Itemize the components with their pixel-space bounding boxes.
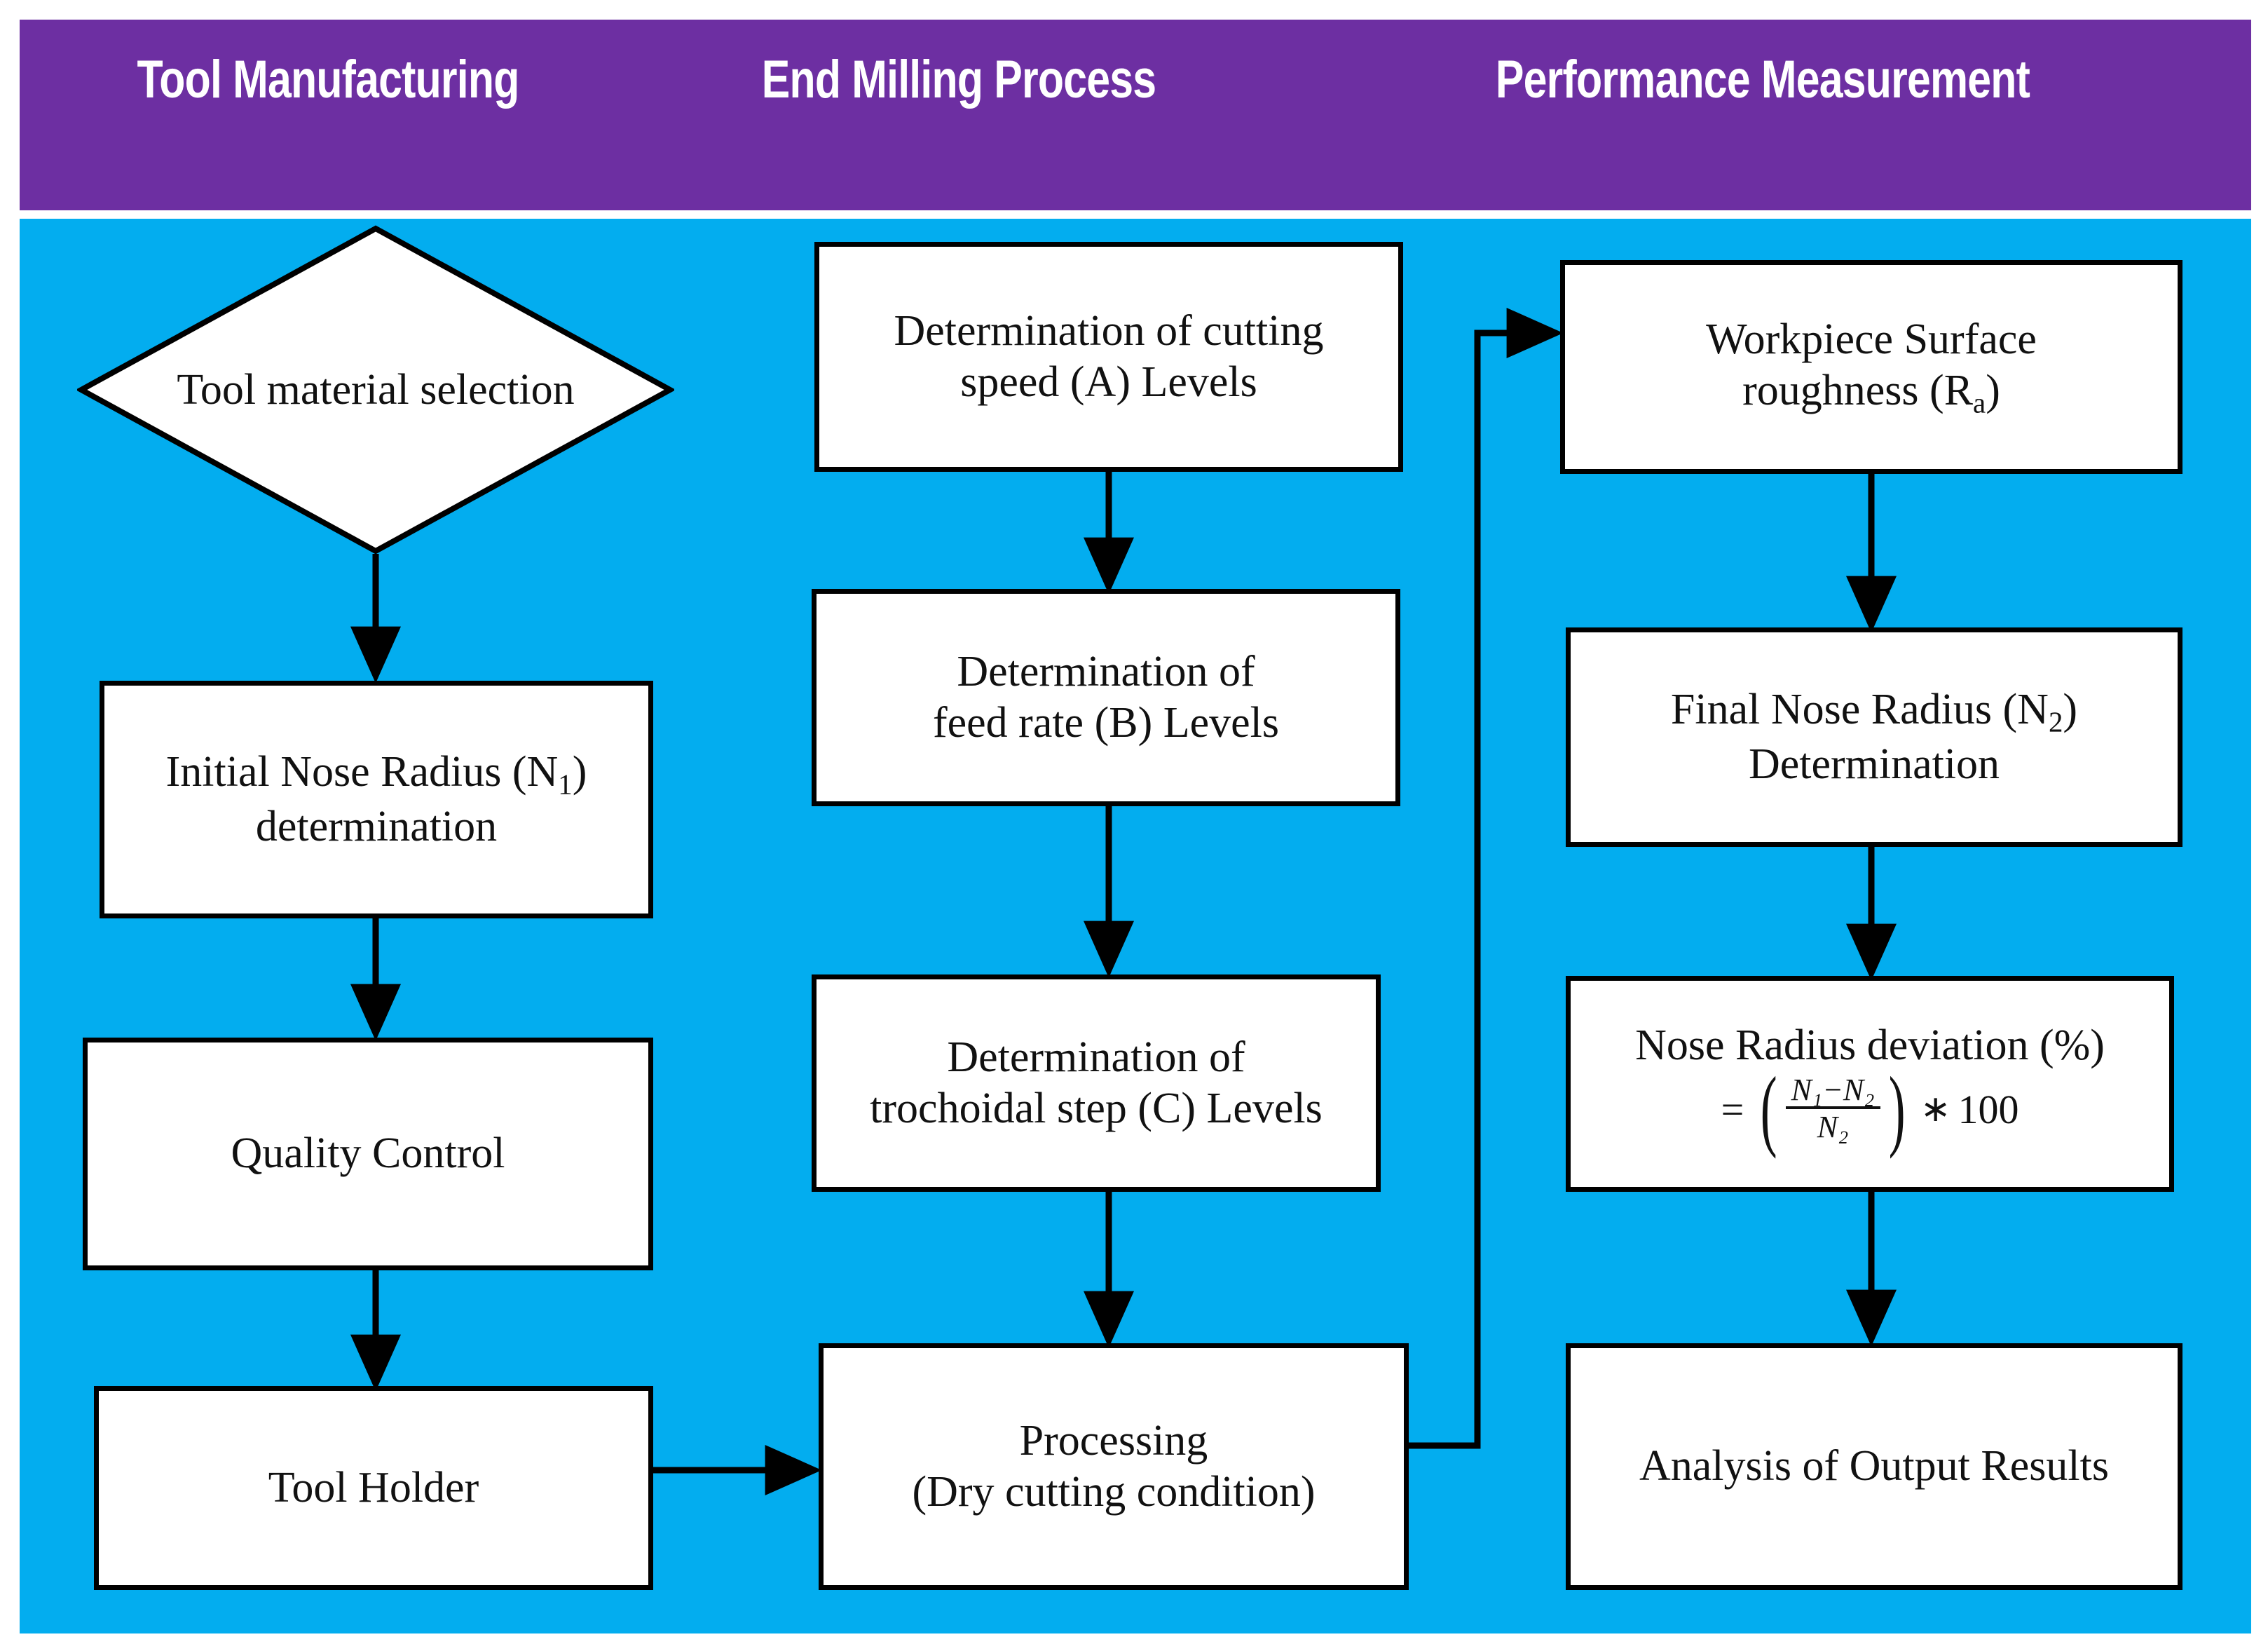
header-title-performance-measurement: Performance Measurement: [1495, 50, 2030, 109]
deviation-operator: ∗: [1920, 1089, 1951, 1130]
deviation-numerator: N₁−N₂: [1791, 1072, 1875, 1107]
analysis-results-label: Analysis of Output Results: [1639, 1442, 2109, 1490]
initial-nose-line-1: Initial Nose Radius (N1): [165, 747, 587, 800]
header-title-tool-manufacturing: Tool Manufacturing: [137, 50, 519, 109]
header-title-end-milling-process: End Milling Process: [761, 50, 1156, 109]
tool-material-line-3: selection: [420, 365, 575, 414]
tool-material-line-2: material: [266, 365, 409, 414]
workpiece-subscript: a: [1973, 387, 1986, 419]
header-banner: Tool Manufacturing End Milling Process P…: [20, 20, 2251, 210]
deviation-factor: 100: [1958, 1086, 2019, 1132]
trochoidal-line-1: Determination of: [947, 1033, 1245, 1081]
node-tool-holder[interactable]: Tool Holder: [94, 1386, 653, 1590]
node-trochoidal-step-levels[interactable]: Determination of trochoidal step (C) Lev…: [812, 974, 1381, 1192]
feed-rate-line-2: feed rate (B) Levels: [932, 699, 1279, 747]
node-analysis-of-output-results[interactable]: Analysis of Output Results: [1566, 1343, 2182, 1590]
initial-nose-line-2: determination: [255, 803, 498, 851]
node-initial-nose-radius[interactable]: Initial Nose Radius (N1) determination: [100, 681, 653, 918]
deviation-formula: = ( N₁−N₂ N₂ ) ∗ 100: [1721, 1059, 2019, 1160]
node-cutting-speed-levels[interactable]: Determination of cutting speed (A) Level…: [814, 242, 1403, 472]
node-nose-radius-deviation[interactable]: Nose Radius deviation (%) = ( N₁−N₂ N₂ )…: [1566, 976, 2174, 1192]
node-feed-rate-levels[interactable]: Determination of feed rate (B) Levels: [812, 589, 1400, 806]
paren-open-icon: (: [1761, 1059, 1777, 1160]
node-tool-material-selection[interactable]: Tool material selection: [77, 224, 674, 555]
node-final-nose-radius[interactable]: Final Nose Radius (N2) Determination: [1566, 627, 2182, 847]
node-tool-material-selection-label: Tool material selection: [77, 224, 674, 555]
processing-line-2: (Dry cutting condition): [912, 1468, 1316, 1516]
node-quality-control[interactable]: Quality Control: [83, 1038, 653, 1270]
cutting-speed-line-1: Determination of cutting: [894, 306, 1324, 355]
final-nose-line-1: Final Nose Radius (N2): [1670, 685, 2078, 738]
final-nose-line-2: Determination: [1748, 740, 2000, 789]
quality-control-label: Quality Control: [231, 1129, 505, 1178]
deviation-title-label: Nose Radius deviation (%): [1635, 1021, 2105, 1069]
deviation-denominator: N₂: [1785, 1106, 1880, 1146]
feed-rate-line-1: Determination of: [957, 647, 1255, 695]
deviation-equals: =: [1721, 1086, 1744, 1132]
diamond-shape: [77, 225, 674, 555]
workpiece-line-2: roughness (Ra): [1742, 366, 2000, 419]
initial-nose-subscript: 1: [558, 768, 573, 800]
paren-close-icon: ): [1888, 1059, 1906, 1160]
workpiece-line-1: Workpiece Surface: [1706, 315, 2037, 363]
deviation-fraction: N₁−N₂ N₂: [1785, 1072, 1880, 1146]
processing-line-1: Processing: [1019, 1416, 1208, 1465]
node-processing[interactable]: Processing (Dry cutting condition): [819, 1343, 1409, 1590]
trochoidal-line-2: trochoidal step (C) Levels: [870, 1085, 1323, 1132]
cutting-speed-line-2: speed (A) Levels: [960, 358, 1257, 406]
tool-holder-label: Tool Holder: [268, 1463, 479, 1512]
final-nose-subscript: 2: [2048, 706, 2063, 738]
tool-material-line-1: Tool: [177, 365, 257, 414]
node-workpiece-surface-roughness[interactable]: Workpiece Surface roughness (Ra): [1560, 260, 2182, 474]
